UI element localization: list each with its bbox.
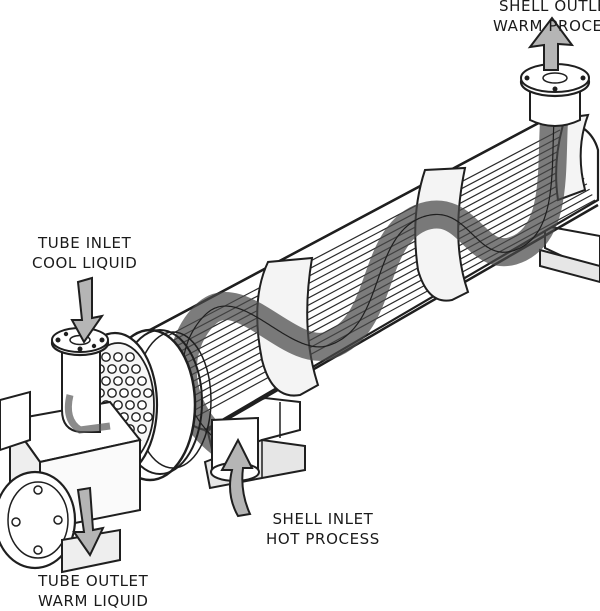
tube-inlet-arrow <box>70 276 105 344</box>
tube-hole <box>119 388 129 398</box>
shell-inlet-arrow <box>220 437 254 518</box>
tube-hole <box>137 424 147 434</box>
tube-outlet-arrow <box>72 486 105 557</box>
tube-hole <box>143 388 153 398</box>
tube-line <box>185 188 590 409</box>
tube-line <box>166 145 569 359</box>
tube-hole <box>131 388 141 398</box>
label-shell-outlet-line-2: WARM PROCESS <box>493 17 600 35</box>
tube-hole <box>113 376 123 386</box>
tube-hole <box>113 352 123 362</box>
label-tube-inlet-line-1: TUBE INLET <box>38 234 132 252</box>
tube-hole <box>143 412 153 422</box>
label-shell-outlet: SHELL OUTLET WARM PROCESS <box>493 0 600 36</box>
label-shell-inlet-line-2: HOT PROCESS <box>266 530 380 548</box>
shell-outlet-arrow <box>527 16 575 71</box>
tube-outlet-channel-box <box>0 390 142 574</box>
tube-hole <box>125 376 135 386</box>
tube-inlet-flow-turn <box>64 394 111 434</box>
label-shell-outlet-line-1: SHELL OUTLET <box>498 0 600 15</box>
tube-hole <box>137 400 147 410</box>
label-tube-outlet-line-1: TUBE OUTLET <box>38 572 149 590</box>
label-tube-outlet-line-2: WARM LIQUID <box>38 592 149 610</box>
flow-arrows <box>64 16 575 557</box>
label-tube-inlet: TUBE INLET COOL LIQUID <box>32 233 137 273</box>
tube-hole <box>113 400 123 410</box>
tube-hole <box>137 376 147 386</box>
tube-line <box>168 151 572 366</box>
tube-hole <box>131 364 141 374</box>
tube-hole <box>119 364 129 374</box>
tube-hole <box>125 400 135 410</box>
label-shell-inlet-line-1: SHELL INLET <box>272 510 374 528</box>
label-tube-inlet-line-2: COOL LIQUID <box>32 254 138 272</box>
tube-hole <box>101 376 111 386</box>
tube-hole <box>107 364 117 374</box>
label-shell-inlet: SHELL INLET HOT PROCESS <box>266 509 380 549</box>
tube-hole <box>107 388 117 398</box>
tube-hole <box>101 352 111 362</box>
shell-outlet-nozzle <box>519 63 591 127</box>
shell-side-flow-path <box>168 91 569 464</box>
tube-hole <box>131 412 141 422</box>
label-tube-outlet: TUBE OUTLET WARM LIQUID <box>38 571 149 611</box>
tube-hole <box>125 352 135 362</box>
